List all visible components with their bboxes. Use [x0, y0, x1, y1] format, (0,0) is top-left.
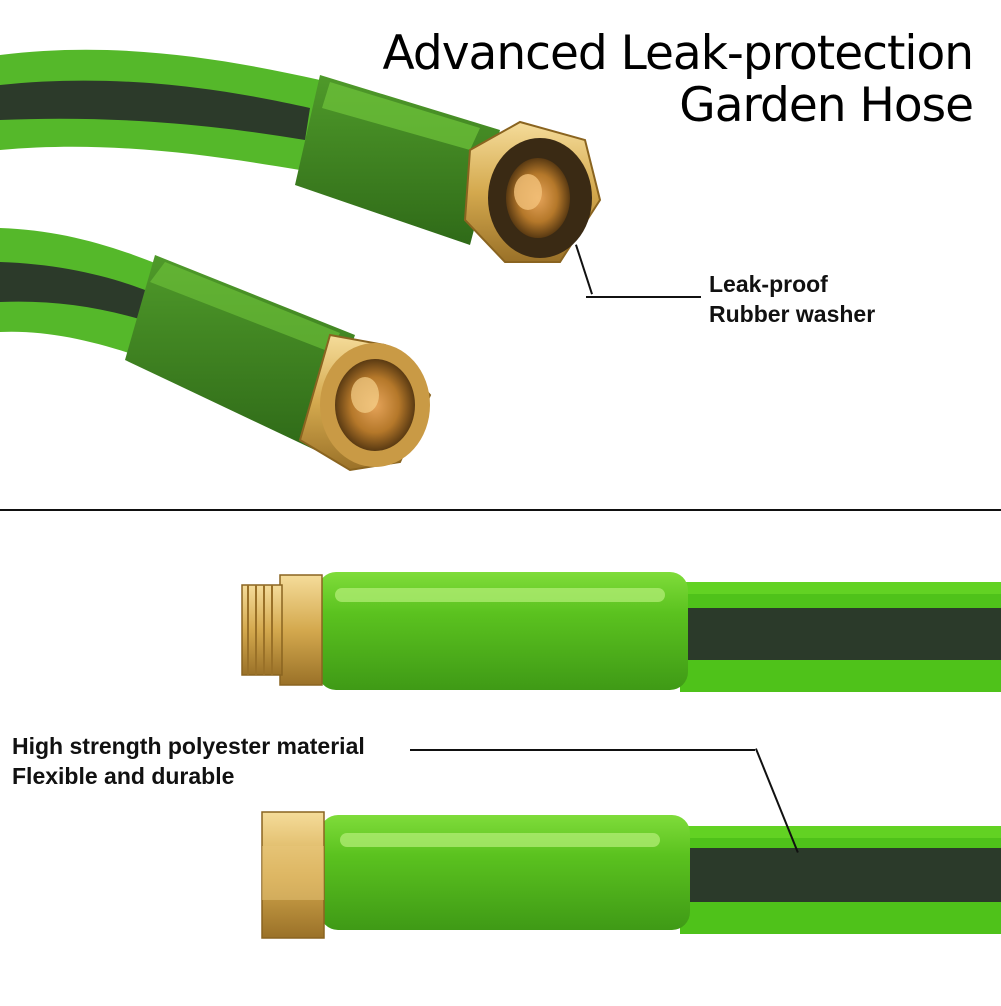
bottom-male-hose [241, 572, 1001, 692]
top-female-hose [0, 49, 602, 263]
page-title: Advanced Leak-protection Garden Hose [382, 26, 974, 133]
material-callout: High strength polyester material Flexibl… [12, 731, 365, 791]
washer-callout-line-1: Leak-proof [709, 271, 828, 297]
washer-callout-line-2: Rubber washer [709, 301, 876, 327]
material-leader-horizontal [410, 749, 755, 751]
washer-callout: Leak-proof Rubber washer [709, 269, 875, 329]
section-divider [0, 509, 1001, 511]
washer-leader-horizontal [586, 296, 701, 298]
bottom-female-hose [261, 811, 1001, 939]
title-line-2: Garden Hose [679, 78, 974, 133]
top-male-hose [0, 228, 432, 472]
title-line-1: Advanced Leak-protection [382, 26, 974, 81]
material-callout-line-1: High strength polyester material [12, 733, 365, 759]
material-callout-line-2: Flexible and durable [12, 763, 235, 789]
